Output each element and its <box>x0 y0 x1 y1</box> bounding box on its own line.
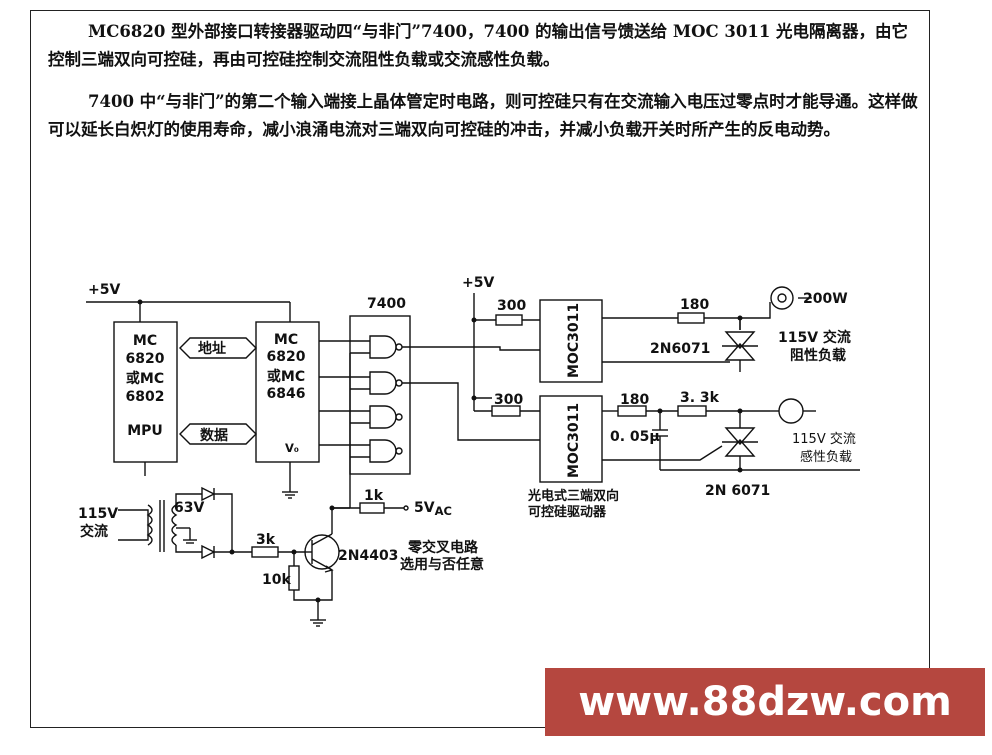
gate-input-wires <box>319 340 370 508</box>
resistive-load-label-1: 115V 交流 <box>778 329 851 346</box>
resistor-3k3 <box>677 405 707 417</box>
nand-gate-1 <box>369 335 403 359</box>
pia-label-1: MC <box>274 332 298 348</box>
wire-gate1-moc-a <box>402 346 540 351</box>
ac-input-label-2: 交流 <box>80 523 108 540</box>
vac-label-main: 5V <box>414 500 435 516</box>
triac-b-label: 2N 6071 <box>705 483 770 499</box>
lamp-rating-label: 200W <box>803 291 848 307</box>
mpu-label-2: 6820 <box>126 351 165 367</box>
vac-label-sub: AC <box>435 504 452 518</box>
inductive-load-label-1: 115V 交流 <box>792 431 856 447</box>
vac-terminal <box>403 505 409 511</box>
supply-right-label: +5V <box>462 275 494 291</box>
gate-ic-outline <box>349 315 411 475</box>
nand-gate-4 <box>369 439 403 463</box>
description-paragraph-2: 7400 中“与非门”的第二个输入端接上晶体管定时电路，则可控硅只有在交流输入电… <box>48 92 918 139</box>
resistive-load-label-2: 阻性负载 <box>790 347 846 364</box>
transformer-secondary-label: 63V <box>174 500 204 516</box>
wire-r180a-triac-a <box>704 317 741 330</box>
mpu-label-1: MC <box>133 333 157 349</box>
transistor-label: 2N4403 <box>338 548 398 564</box>
supply-left-label: +5V <box>88 282 120 298</box>
resistor-3k3-label: 3. 3k <box>680 390 720 406</box>
wire-triac-a-lamp <box>739 302 771 330</box>
description-paragraph-1: MC6820 型外部接口转接器驱动四“与非门”7400，7400 的输出信号馈送… <box>48 22 909 69</box>
watermark-banner: www.88dzw.com <box>545 668 985 736</box>
data-bus-arrow <box>179 423 257 445</box>
ground-symbol-zero-cross <box>310 619 326 627</box>
capacitor-label: 0. 05μ <box>610 429 660 445</box>
resistor-180-b-label: 180 <box>620 392 649 408</box>
resistor-3k <box>251 546 279 558</box>
wire-gate2-moc-b <box>402 382 540 441</box>
triac-b <box>722 427 758 457</box>
triac-a-label: 2N6071 <box>650 341 710 357</box>
nand-gate-3 <box>369 405 403 429</box>
wire-diode-join <box>214 493 233 553</box>
pia-label-4: 6846 <box>267 386 306 402</box>
ground-symbol-transformer <box>183 528 197 544</box>
mpu-label-4: 6802 <box>126 389 165 405</box>
wire-emitter-ground <box>318 570 333 601</box>
resistor-1k <box>359 502 385 514</box>
pia-label-3: 或MC <box>267 368 305 385</box>
resistor-180-a-label: 180 <box>680 297 709 313</box>
page-frame <box>30 10 930 728</box>
nand-gate-2 <box>369 371 403 395</box>
wire-ac-primary <box>118 509 149 541</box>
mpu-label-3: 或MC <box>126 370 164 387</box>
moc3011-a-label: MOC3011 <box>566 303 582 378</box>
resistor-300-a <box>495 314 523 326</box>
motor-icon <box>770 398 816 424</box>
wire-secondary-bottom <box>175 545 202 553</box>
address-bus-label: 地址 <box>198 340 226 357</box>
resistor-3k-label: 3k <box>256 532 276 548</box>
wire-collector-gate <box>331 507 350 534</box>
resistor-300-a-label: 300 <box>497 298 526 314</box>
wire-moc-b-gate <box>602 445 723 461</box>
ac-input-label-1: 115V <box>78 506 118 522</box>
capacitor-0-05u <box>652 411 668 470</box>
wire-secondary-top <box>175 493 202 505</box>
data-bus-label: 数据 <box>200 427 228 444</box>
ground-symbol-pia <box>282 491 298 499</box>
resistor-180-a <box>677 312 705 324</box>
gate-ic-label: 7400 <box>367 296 406 312</box>
zero-cross-label-2: 选用与否任意 <box>400 556 484 573</box>
zero-cross-label-1: 零交叉电路 <box>407 539 479 556</box>
address-bus-arrow <box>179 337 257 359</box>
transformer <box>146 500 178 552</box>
diode-1 <box>201 486 216 502</box>
mpu-label-5: MPU <box>127 423 163 439</box>
resistor-1k-label: 1k <box>364 488 384 504</box>
inductive-load-label-2: 感性负载 <box>800 449 852 465</box>
moc3011-a <box>539 299 603 383</box>
resistor-10k-label: 10k <box>262 572 291 588</box>
lamp-icon <box>770 286 794 310</box>
moc3011-b <box>539 395 603 483</box>
diode-2 <box>201 544 216 560</box>
moc3011-b-label: MOC3011 <box>566 403 582 478</box>
pia-label-5: V₀ <box>285 441 299 455</box>
driver-caption-line-2: 可控硅驱动器 <box>528 504 607 520</box>
junction-dots <box>137 299 743 603</box>
pia-block <box>255 321 320 463</box>
pia-label-2: 6820 <box>267 349 306 365</box>
triac-a <box>722 331 758 372</box>
transistor-2n4403 <box>304 533 340 573</box>
driver-caption-line-1: 光电式三端双向 <box>527 488 619 504</box>
wire-r10k-ground <box>293 590 319 620</box>
vac-label: 5VAC <box>414 500 452 518</box>
resistor-300-b-label: 300 <box>494 392 523 408</box>
